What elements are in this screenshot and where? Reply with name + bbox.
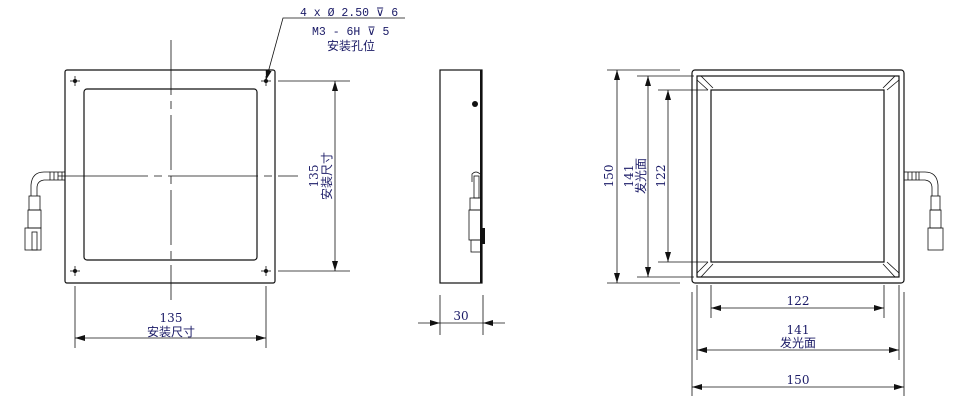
thickness-value: 30 [453, 309, 468, 323]
bevel-corners [696, 75, 900, 278]
front-outer-frame [64, 69, 276, 284]
mount-width-label: 安装尺寸 [147, 324, 195, 339]
emit-height-value: 141 [622, 165, 636, 188]
front-light-area [83, 88, 258, 261]
inner-height-value: 122 [654, 165, 668, 188]
inner-width-value: 122 [787, 294, 810, 308]
mounting-hole-icons [70, 76, 271, 276]
hole-note-line2: M3 - 6H ⊽ 5 [312, 26, 390, 39]
emit-height-label: 发光面 [633, 158, 648, 194]
side-view: 30 [418, 69, 505, 335]
back-cable-connector-icon [903, 171, 944, 251]
cable-connector-icon [24, 171, 66, 251]
mount-height-label: 安装尺寸 [319, 152, 334, 200]
hole-note-line1: 4 x Ø 2.50 ⊽ 6 [300, 7, 398, 20]
hole-leader-line [265, 17, 405, 81]
front-view: 135 安装尺寸 135 安装尺寸 4 x Ø 2.50 ⊽ 6 M3 - 6H… [24, 7, 405, 348]
hole-note-line3: 安装孔位 [327, 38, 375, 53]
side-indicator-dot [472, 101, 478, 107]
outer-height-value: 150 [602, 165, 616, 188]
emit-frame [696, 75, 900, 278]
emit-width-label: 发光面 [780, 335, 816, 350]
outer-width-value: 150 [787, 373, 810, 387]
mount-height-value: 135 [307, 165, 321, 188]
inner-light-area [710, 89, 885, 263]
side-connector-icon [468, 171, 485, 253]
back-view: 150 141 发光面 122 122 141 发光面 150 [602, 69, 944, 396]
emit-width-value: 141 [787, 323, 810, 337]
back-outer-frame [691, 69, 905, 284]
mount-width-value: 135 [160, 311, 183, 325]
